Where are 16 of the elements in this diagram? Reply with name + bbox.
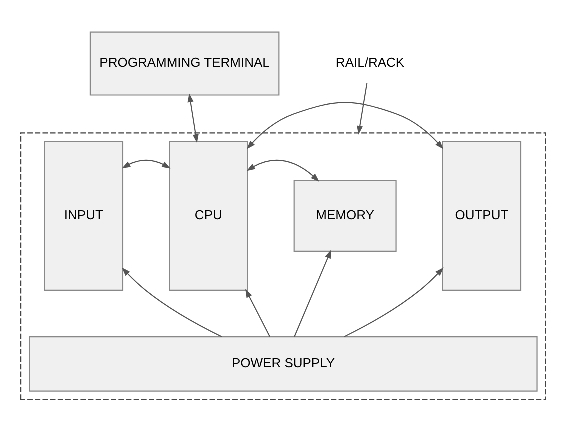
arrow (188, 94, 199, 144)
arrow (344, 268, 444, 338)
node-text: RAIL/RACK (336, 55, 405, 70)
node-box: CPU (169, 141, 248, 291)
arrow (246, 102, 444, 150)
arrow (357, 84, 368, 135)
node-box: MEMORY (294, 180, 397, 252)
arrow (122, 160, 171, 169)
arrow (246, 160, 320, 182)
arrow (122, 268, 222, 338)
node-box: PROGRAMMING TERMINAL (90, 32, 280, 96)
arrow (294, 250, 332, 338)
node-box: POWER SUPPLY (29, 336, 538, 392)
arrow (246, 289, 271, 338)
node-box: INPUT (44, 141, 124, 291)
node-box: OUTPUT (442, 141, 522, 291)
